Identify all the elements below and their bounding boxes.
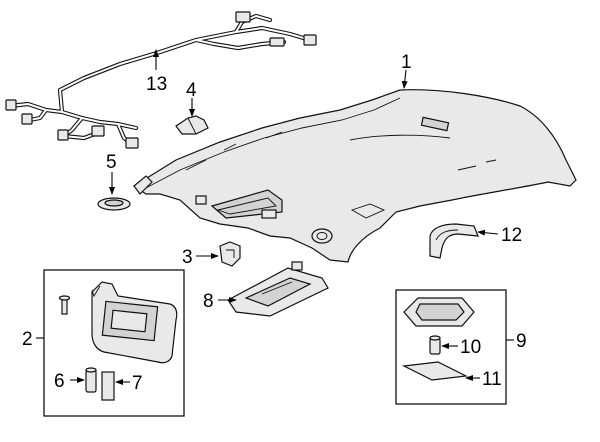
- lamp-lens: [401, 361, 469, 381]
- callout-5: 5: [106, 152, 117, 173]
- bracket-clip: [219, 241, 241, 267]
- lamp-bulb: [429, 335, 441, 355]
- callout-1: 1: [401, 52, 412, 73]
- sunvisor: [91, 281, 178, 364]
- lamp-group-box: [395, 289, 507, 405]
- assist-handle: [429, 223, 479, 259]
- visor-screw: [58, 295, 71, 315]
- callout-7: 7: [132, 373, 143, 394]
- callout-10: 10: [460, 337, 481, 358]
- headliner-panel: [132, 89, 577, 263]
- leader-12: [477, 229, 499, 236]
- callout-12: 12: [501, 225, 522, 246]
- callout-6: 6: [54, 371, 65, 392]
- reading-lamp-housing: [403, 297, 475, 327]
- dome-lamp: [227, 261, 329, 317]
- leader-1: [401, 69, 408, 89]
- callout-2: 2: [22, 329, 33, 350]
- wiring-harness: [5, 11, 317, 149]
- callout-8: 8: [203, 291, 214, 312]
- callout-13: 13: [146, 74, 167, 95]
- callout-11: 11: [482, 369, 502, 390]
- grommet: [97, 197, 131, 211]
- sunvisor-group-box: [43, 269, 185, 417]
- visor-label: [101, 371, 115, 401]
- callout-9: 9: [516, 331, 527, 352]
- visor-support: [85, 367, 97, 393]
- retainer-clip: [175, 115, 209, 135]
- callout-4: 4: [186, 80, 197, 101]
- callout-3: 3: [182, 247, 193, 268]
